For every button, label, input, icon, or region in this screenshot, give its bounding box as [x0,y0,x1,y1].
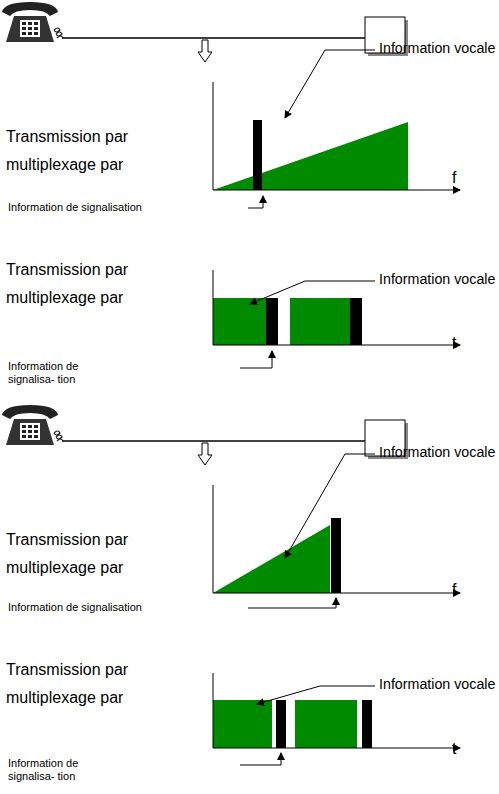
axis-label: t [452,329,466,357]
callout-label: Information vocale [379,40,495,57]
callout-label: Information de signalisa- tion [8,360,106,386]
callout-label: Information vocale [379,676,495,693]
callout-label: Information de signalisation [8,601,142,614]
callout-label: Information vocale [379,271,495,288]
callout-label: Information de signalisa- tion [8,757,106,783]
row-label: Transmission par multiplexage par [6,656,166,712]
axis-label: f [452,576,466,604]
axis-label: t [452,735,466,763]
callout-label: Information vocale [379,444,495,461]
axis-label: f [452,164,466,192]
callout-label: Information de signalisation [8,201,142,214]
row-label: Transmission par multiplexage par [6,123,166,179]
row-label: Transmission par multiplexage par [6,256,166,312]
row-label: Transmission par multiplexage par [6,526,166,582]
